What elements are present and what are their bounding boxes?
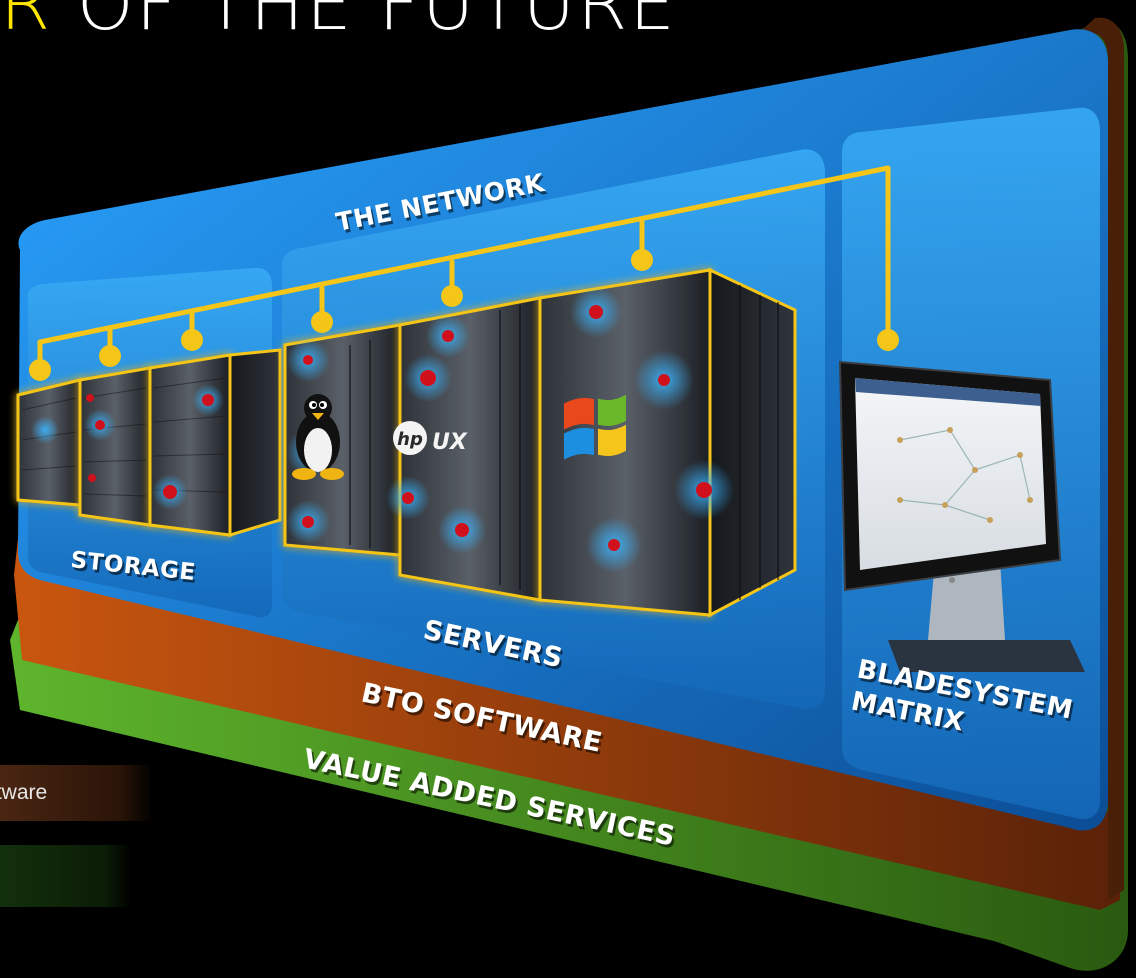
hpux-logo: hp UX [393, 421, 468, 455]
legend-software-strip: ftware [0, 765, 150, 821]
legend-software-label: ftware [0, 781, 48, 804]
windows-flag-icon [564, 394, 626, 460]
page-title: R OF THE FUTURE [0, 0, 677, 46]
title-rest: OF THE FUTURE [52, 0, 677, 46]
network-nodes [29, 249, 899, 381]
monitor-display [838, 360, 1085, 672]
hpux-text: UX [432, 430, 468, 455]
bto-software-side [1080, 17, 1124, 901]
server-racks: hp UX [283, 267, 797, 618]
hp-text: hp [397, 429, 423, 450]
title-highlight: R [0, 0, 53, 46]
tux-penguin-icon [292, 394, 344, 480]
storage-racks [16, 348, 282, 538]
legend-services-strip [0, 845, 130, 907]
